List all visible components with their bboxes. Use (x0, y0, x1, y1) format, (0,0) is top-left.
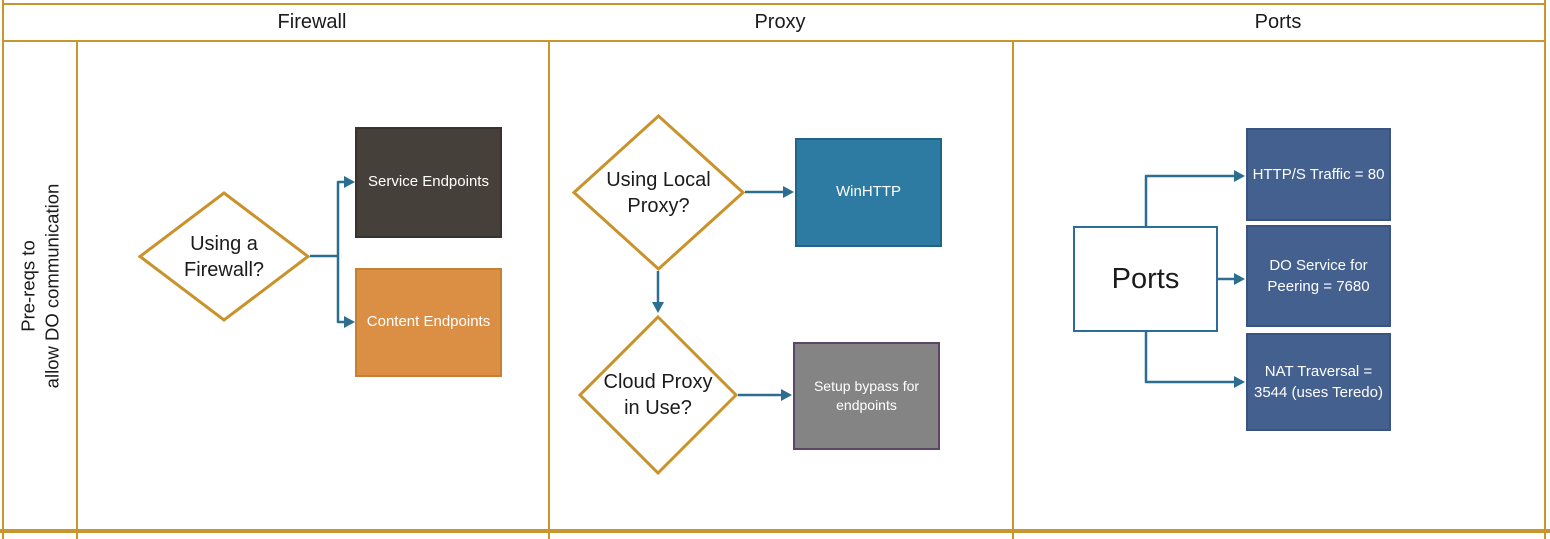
source-box-ports: Ports (1073, 226, 1218, 332)
port-box-nat-traversal: NAT Traversal = 3544 (uses Teredo) (1246, 333, 1391, 431)
table-divider-proxy-ports (1012, 42, 1014, 529)
port-box-do-service-peering: DO Service for Peering = 7680 (1246, 225, 1391, 327)
table-divider-firewall-proxy (548, 42, 550, 529)
decision-diamond-local-proxy (572, 114, 745, 271)
lane-header-ports: Ports (1254, 11, 1302, 33)
row-header-label: Pre-reqs to allow DO communication (17, 183, 62, 388)
process-box-service-endpoints: Service Endpoints (355, 127, 502, 238)
process-box-setup-bypass: Setup bypass for endpoints (793, 342, 940, 450)
lane-header-proxy: Proxy (754, 11, 806, 33)
decision-label-cloud-proxy-in-use: Cloud Proxy in Use? (603, 371, 713, 419)
row-header-cell: Pre-reqs to allow DO communication (4, 42, 76, 529)
table-border-left (2, 0, 4, 539)
table-divider-sliver-1 (76, 533, 78, 539)
table-border-header-bottom (2, 40, 1546, 42)
table-border-bottom-thick (0, 529, 1550, 533)
decision-diamond-firewall (138, 191, 310, 322)
table-border-right (1544, 0, 1546, 539)
process-box-content-endpoints: Content Endpoints (355, 268, 502, 377)
decision-label-using-local-proxy: Using Local Proxy? (606, 168, 711, 217)
decision-label-using-firewall: Using a Firewall? (183, 232, 265, 281)
port-box-http-traffic: HTTP/S Traffic = 80 (1246, 128, 1391, 221)
table-divider-sliver-2 (548, 533, 550, 539)
table-divider-sidebar (76, 42, 78, 529)
decision-diamond-cloud-proxy (578, 315, 738, 475)
lane-header-firewall: Firewall (277, 11, 347, 33)
table-border-top (2, 3, 1546, 5)
table-divider-sliver-3 (1012, 533, 1014, 539)
process-box-winhttp: WinHTTP (795, 138, 942, 247)
